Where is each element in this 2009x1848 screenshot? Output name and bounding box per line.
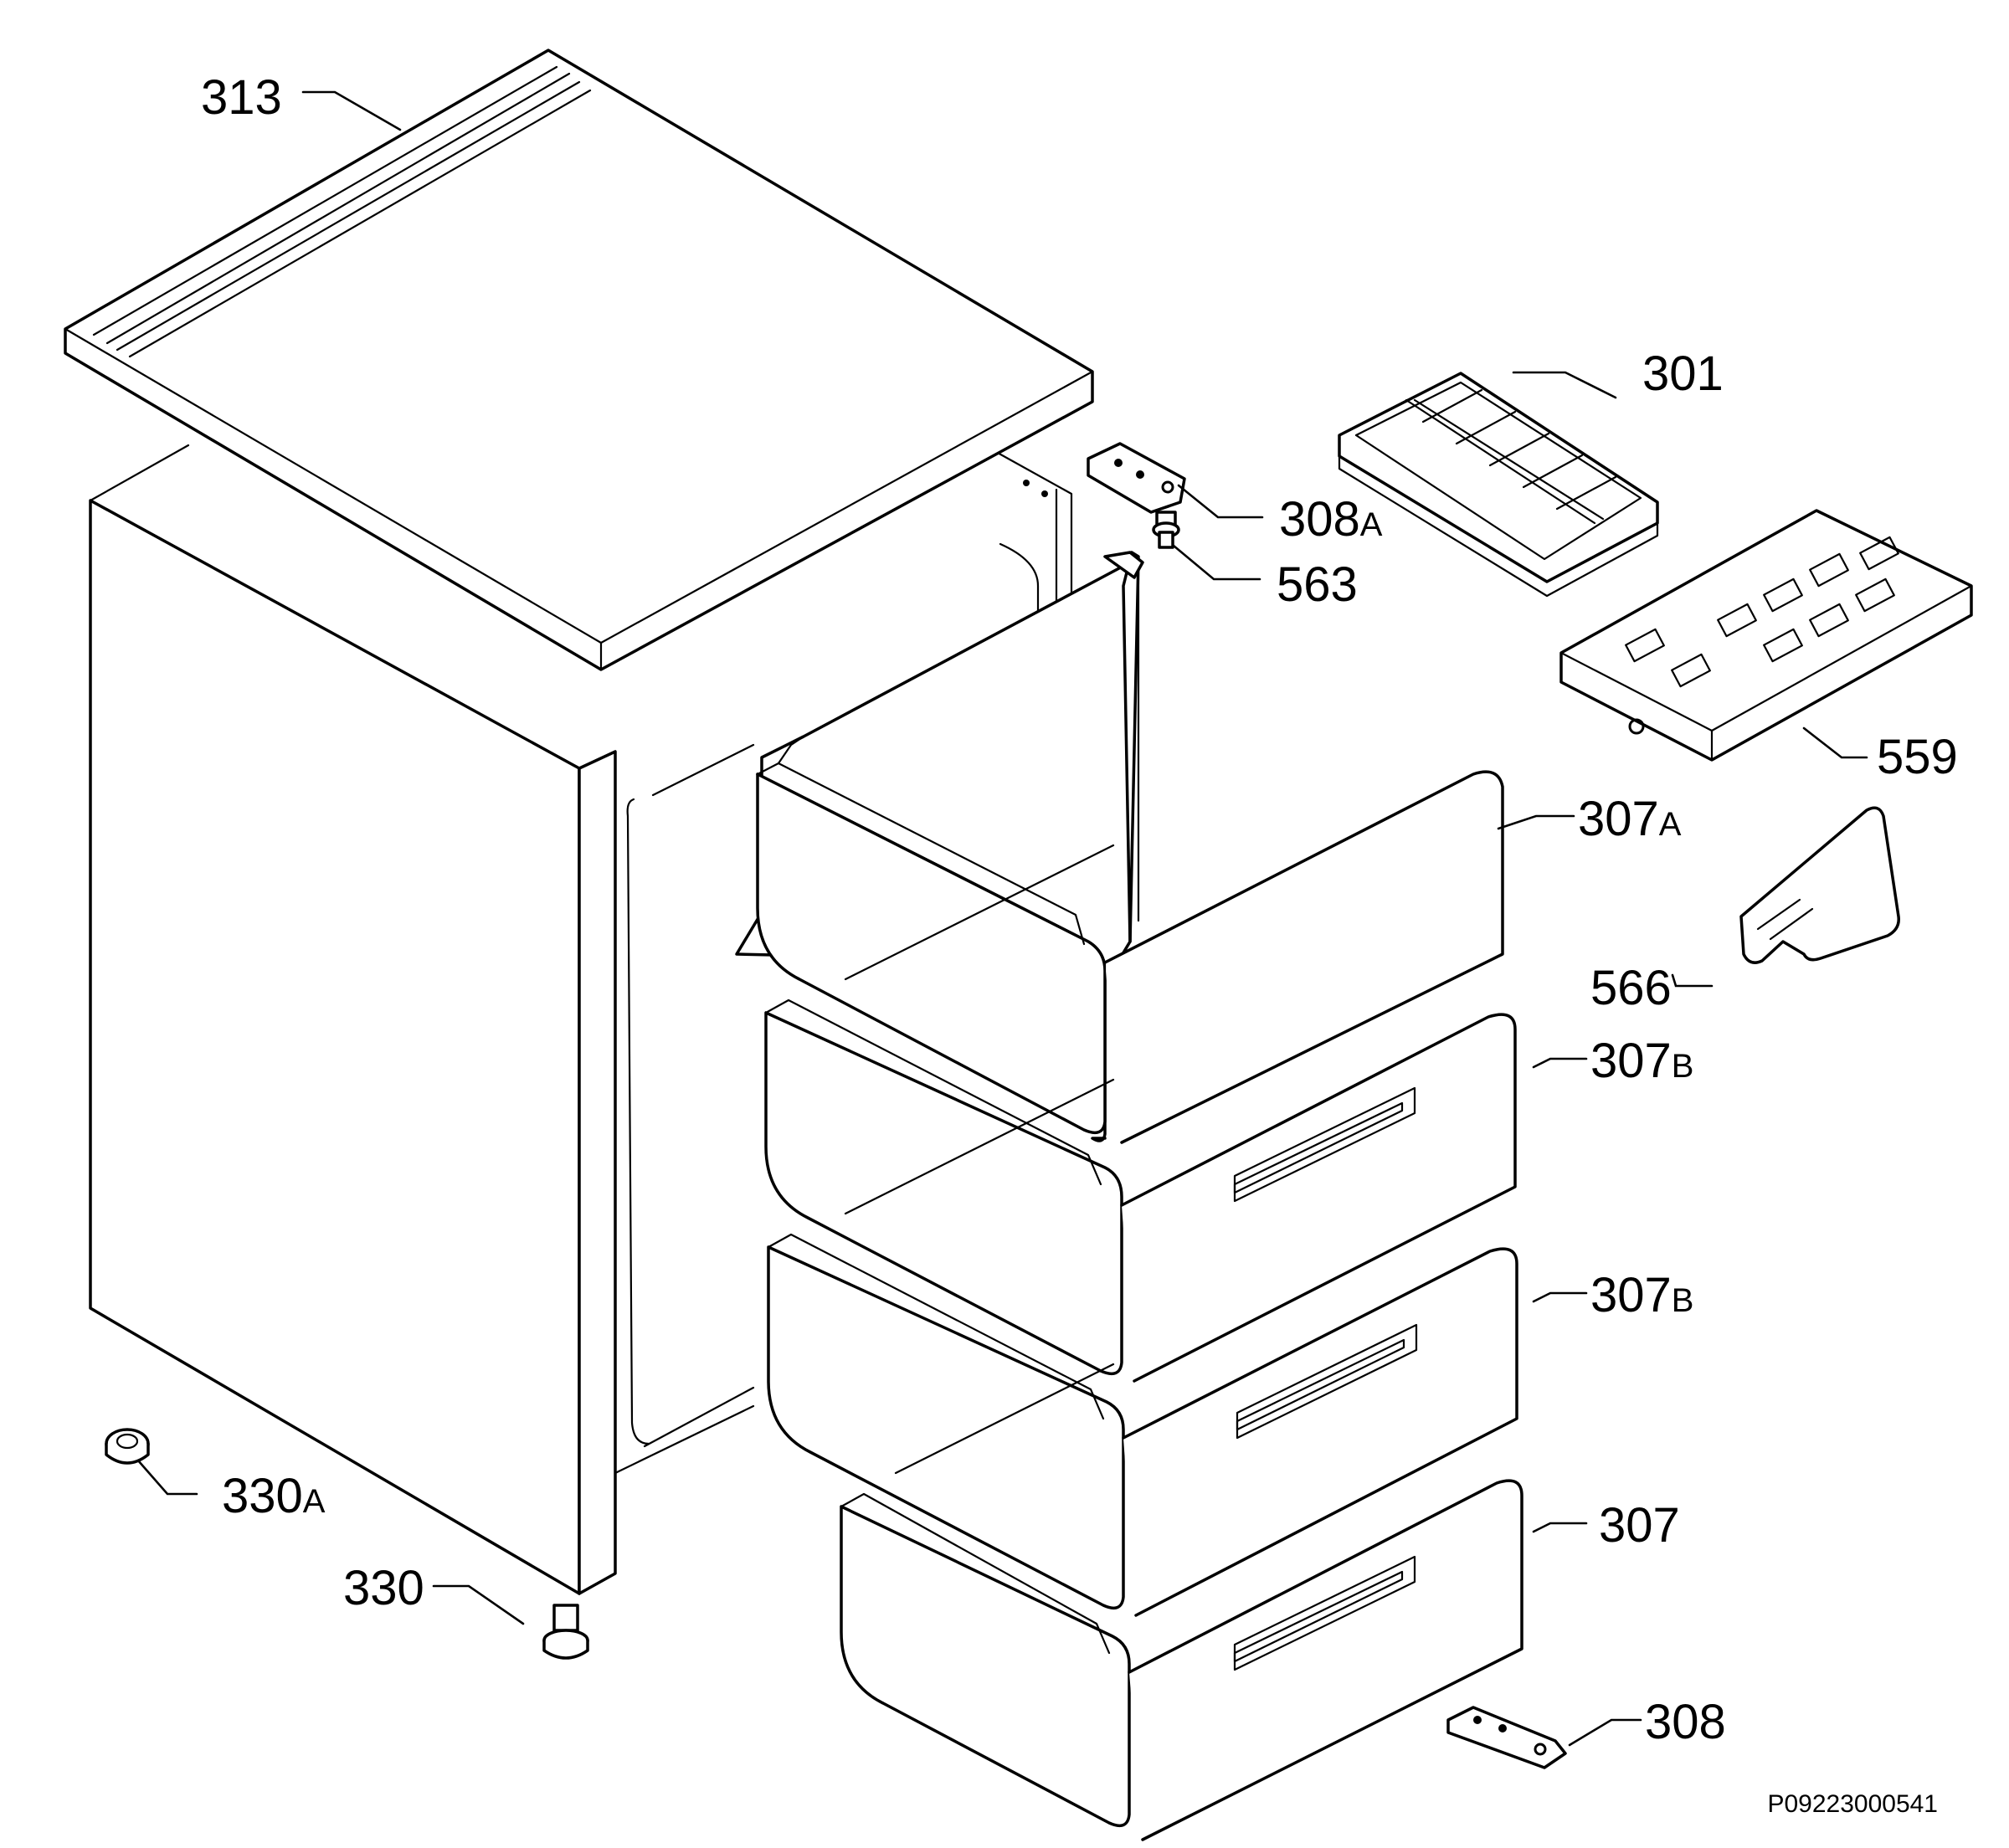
drawer-307B-2 [767,1078,1518,1617]
leader-lines [136,90,1868,1747]
worktop-313 [64,49,1094,671]
callout-330A: 330A [222,1469,326,1523]
pin-563 [1152,511,1180,549]
drawing-code: P09223000541 [1767,1790,1938,1818]
drawer-307 [840,1363,1523,1841]
callout-307A: 307A [1578,792,1682,846]
cabinet-body [89,444,1073,1595]
callout-307B-2: 307B [1590,1268,1693,1322]
callout-330: 330 [343,1561,424,1615]
callout-labels: 313 301 308A 563 559 307A 566 307B 307B … [201,70,1958,1818]
callout-563: 563 [1277,557,1358,612]
callout-307B-1: 307B [1590,1034,1693,1088]
hinge-bracket-308A [1087,442,1186,514]
ice-scraper-566 [1739,806,1900,964]
callout-301: 301 [1642,346,1724,401]
callout-313: 313 [201,70,282,125]
callout-308: 308 [1645,1695,1726,1749]
screw-foot-330 [542,1604,589,1660]
drawer-307A [735,551,1504,1144]
hinge-bracket-308 [1446,1706,1567,1769]
callout-307: 307 [1599,1498,1680,1553]
ice-tray-301 [1338,372,1659,598]
callout-566: 566 [1590,961,1672,1015]
drawer-307B-1 [764,844,1517,1383]
callout-559: 559 [1877,730,1958,784]
foot-330A [105,1428,150,1465]
callout-308A: 308A [1279,492,1383,547]
cold-accumulator-559 [1559,509,1973,762]
